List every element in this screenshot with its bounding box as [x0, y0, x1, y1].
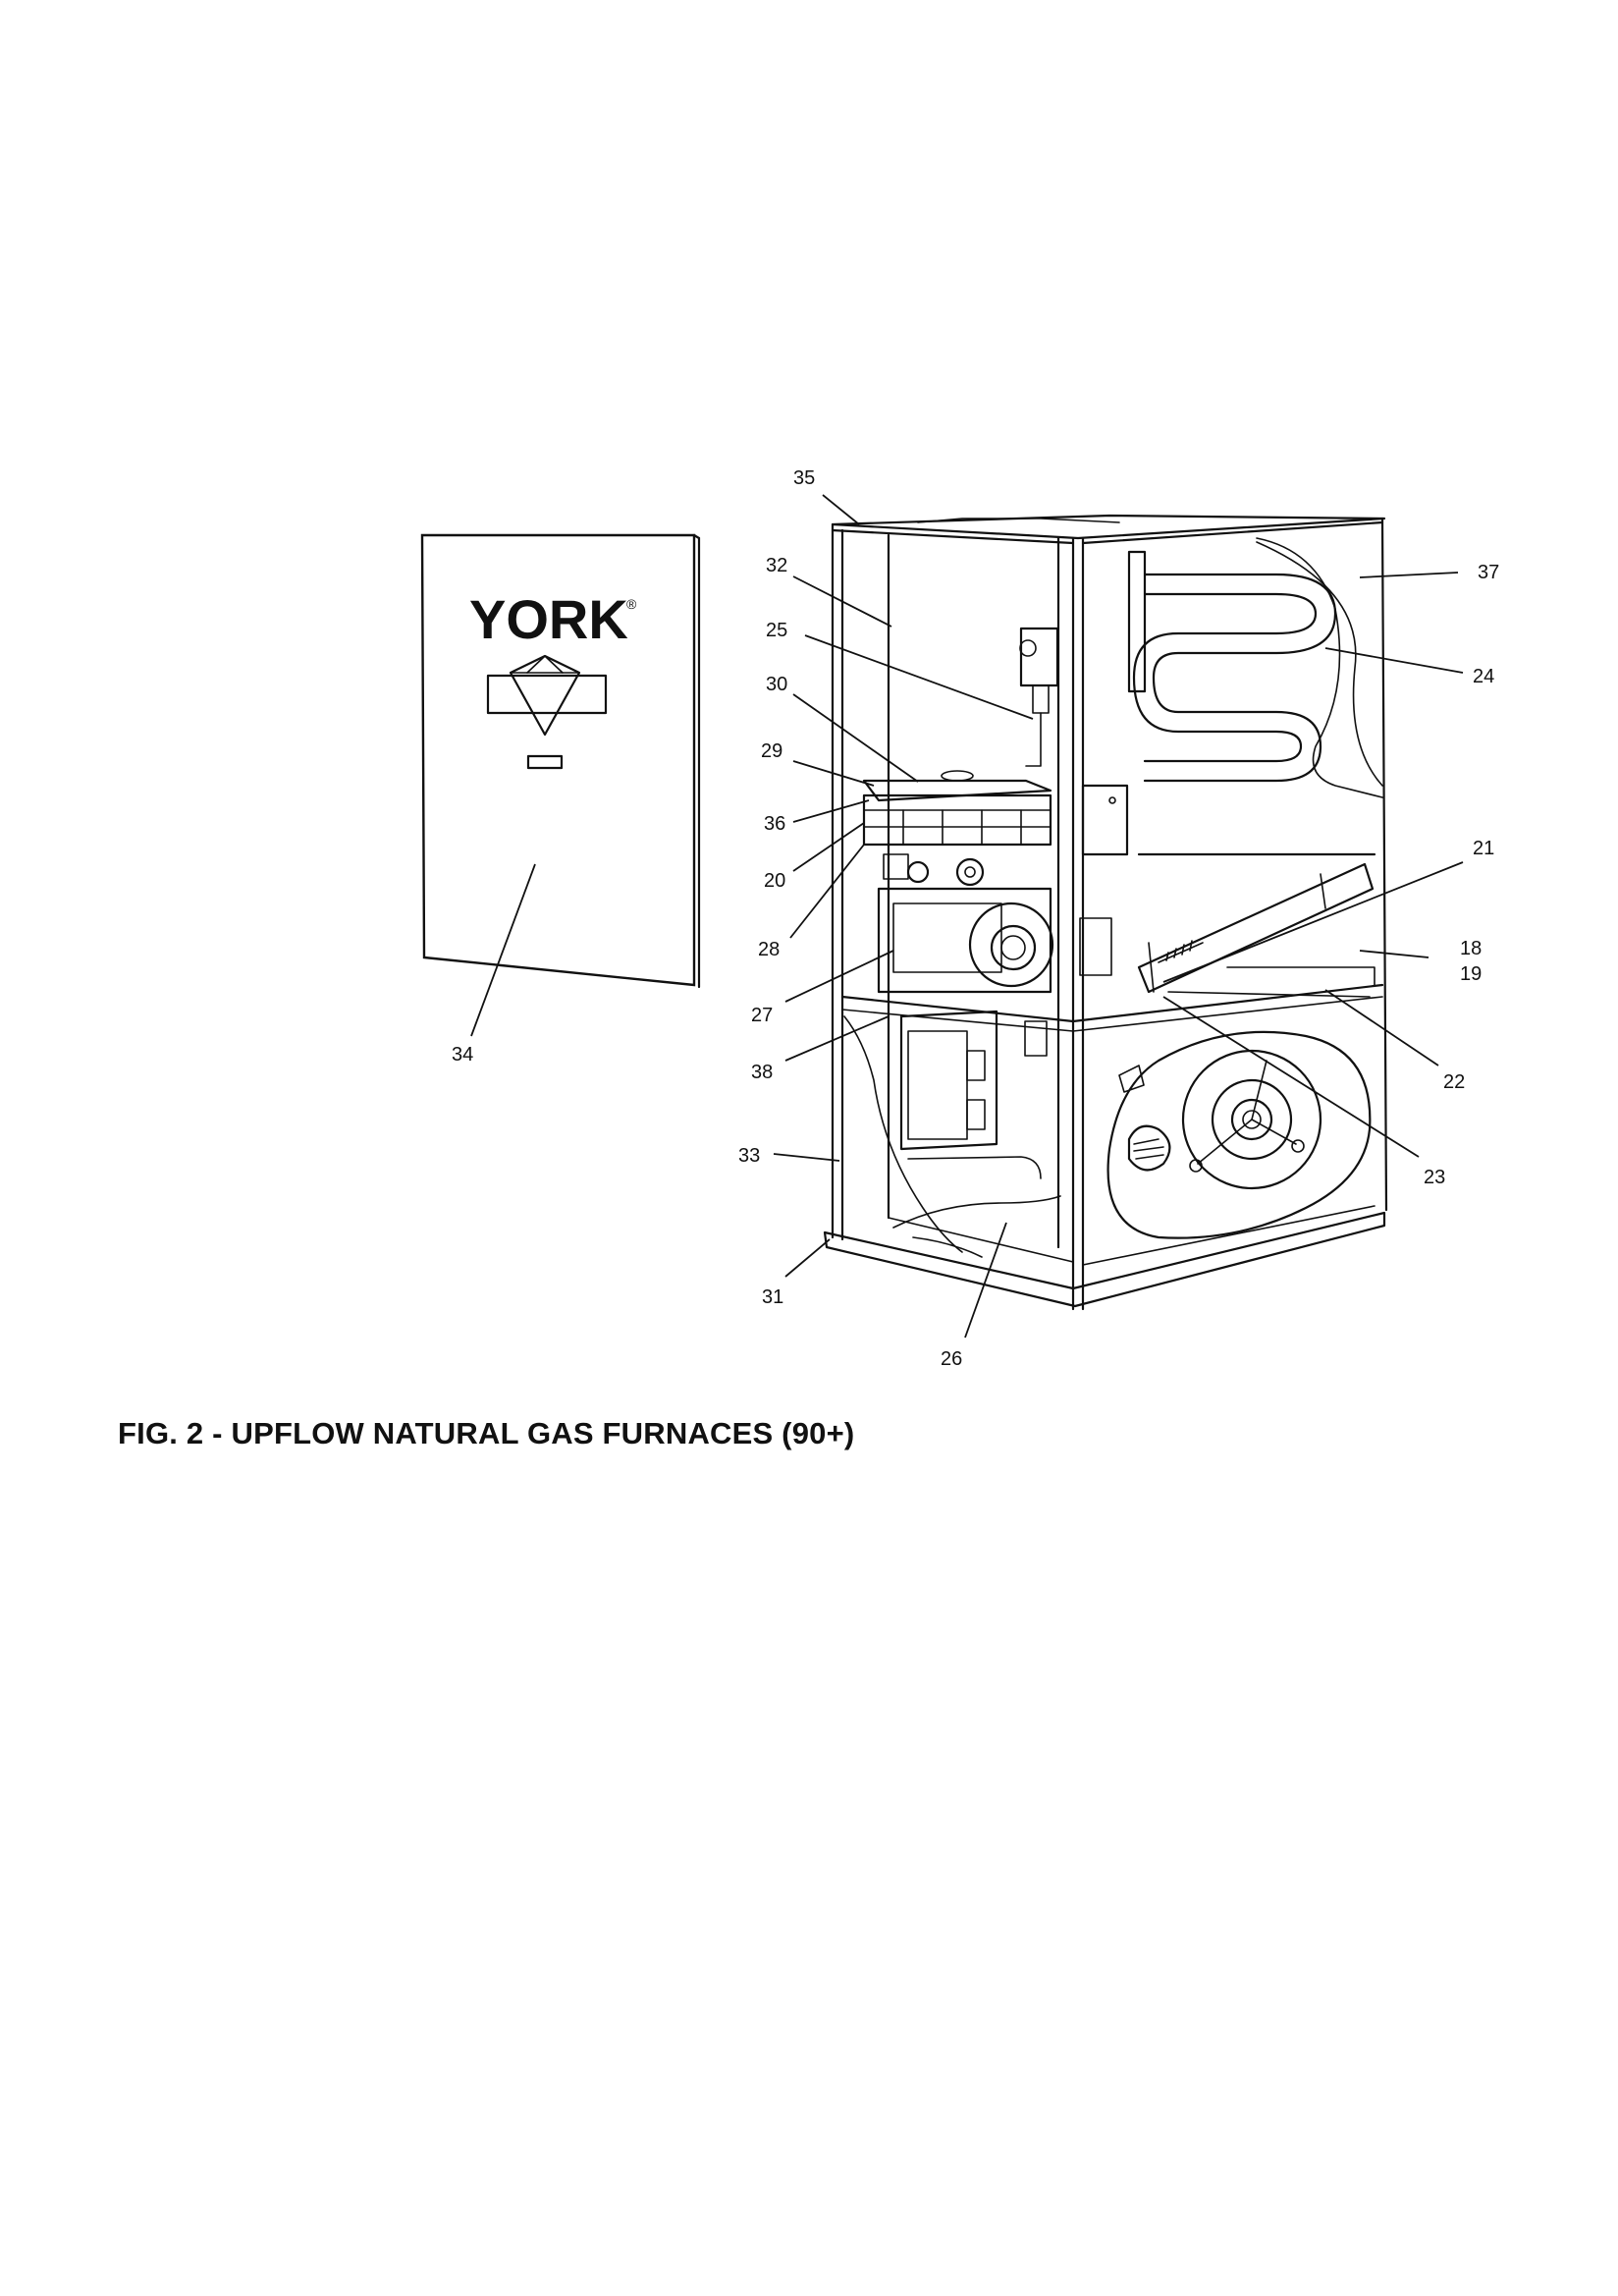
- callout-22: 22: [1443, 1071, 1465, 1093]
- callout-27: 27: [751, 1005, 773, 1026]
- callout-28: 28: [758, 939, 780, 960]
- callout-35: 35: [793, 467, 815, 489]
- callout-38: 38: [751, 1062, 773, 1083]
- door-brand-registered-mark: ®: [626, 596, 637, 612]
- filter-rack: [1137, 852, 1376, 998]
- door-panel: YORK ®: [420, 533, 701, 989]
- callout-26: 26: [941, 1348, 962, 1370]
- inducer-assembly: [877, 887, 1112, 1057]
- door-brand-logo: YORK: [469, 588, 628, 650]
- callout-32: 32: [766, 555, 787, 576]
- furnace-cabinet: [823, 514, 1388, 1311]
- callout-25: 25: [766, 620, 787, 641]
- callout-24: 24: [1473, 666, 1494, 687]
- callout-23: 23: [1424, 1167, 1445, 1188]
- callout-20: 20: [764, 870, 785, 892]
- callout-37: 37: [1478, 562, 1499, 583]
- control-box: [899, 1010, 1042, 1179]
- diamond-emblem-icon: [486, 654, 608, 737]
- callout-19: 19: [1460, 963, 1482, 985]
- callout-30: 30: [766, 674, 787, 695]
- callout-33: 33: [738, 1145, 760, 1167]
- pressure-switches: [883, 853, 985, 887]
- figure-caption: FIG. 2 - UPFLOW NATURAL GAS FURNACES (90…: [118, 1416, 855, 1450]
- leader-lines: [470, 494, 1464, 1339]
- gas-valve: [1019, 627, 1059, 767]
- callout-36: 36: [764, 813, 785, 835]
- callout-labels: 35 32 25 30 29 36 20 28 27 38 33 31 26 3…: [452, 467, 1499, 1370]
- callout-34: 34: [452, 1044, 473, 1066]
- callout-21: 21: [1473, 838, 1494, 859]
- callout-31: 31: [762, 1286, 783, 1308]
- heat-exchanger-coil: [1127, 537, 1383, 798]
- callout-29: 29: [761, 740, 782, 762]
- burner-assembly: [862, 770, 1129, 856]
- door-handle-slot: [526, 754, 564, 770]
- callout-18: 18: [1460, 938, 1482, 959]
- blower-assembly: [843, 1015, 1372, 1258]
